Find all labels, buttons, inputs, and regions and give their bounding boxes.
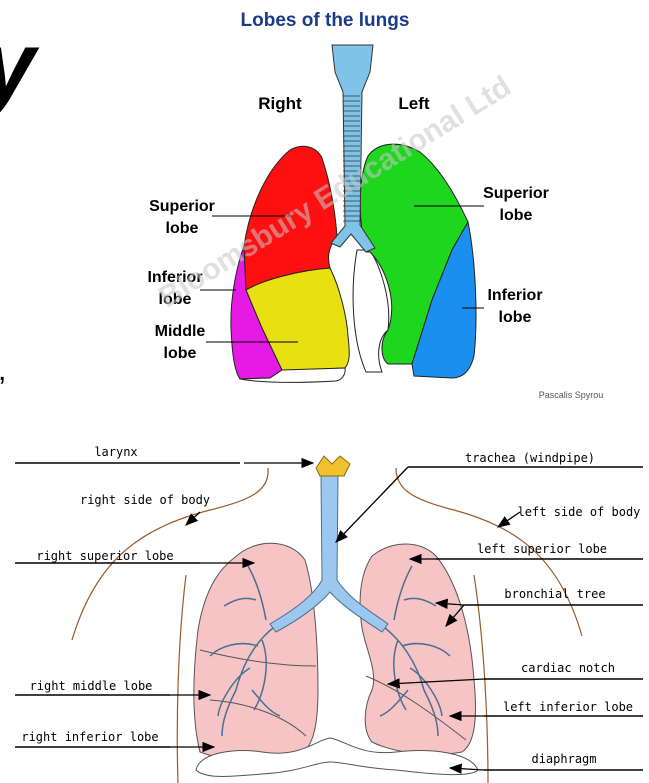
arrow-trachea — [336, 467, 408, 542]
label-left-side-of-body: left side of body — [518, 505, 641, 519]
right-lung — [194, 543, 318, 761]
lobes-diagram: Lobes of the lungs y , Right Left Superi… — [0, 10, 603, 400]
label-left-inferior-1: Inferior — [487, 287, 542, 304]
label-right-middle-1: Middle — [155, 323, 206, 340]
left-lung — [360, 544, 475, 754]
label-right-inferior-lobe: right inferior lobe — [21, 730, 158, 744]
label-left-superior-2: lobe — [500, 207, 533, 224]
anatomy-diagram: larynx right side of body right superior… — [15, 445, 643, 783]
label-larynx: larynx — [94, 445, 137, 459]
label-left-superior-1: Superior — [483, 185, 549, 202]
label-left-superior-lobe: left superior lobe — [477, 542, 607, 556]
label-right-superior-2: lobe — [166, 220, 199, 237]
label-left-inferior-lobe: left inferior lobe — [503, 700, 633, 714]
partial-mark: , — [0, 354, 6, 387]
label-cardiac-notch: cardiac notch — [521, 661, 615, 675]
partial-glyph: y — [0, 12, 40, 119]
credit: Pascalis Spyrou — [539, 390, 604, 400]
left-side-heading: Left — [398, 94, 430, 113]
label-trachea: trachea (windpipe) — [465, 451, 595, 465]
arrow-right-side — [186, 512, 200, 525]
right-side-heading: Right — [258, 94, 302, 113]
label-bronchial-tree: bronchial tree — [504, 587, 605, 601]
larynx-shape — [316, 456, 350, 476]
diagram-title: Lobes of the lungs — [241, 10, 410, 31]
label-right-middle-lobe: right middle lobe — [30, 679, 153, 693]
label-right-middle-2: lobe — [164, 345, 197, 362]
label-right-superior-lobe: right superior lobe — [36, 549, 173, 563]
label-right-side-of-body: right side of body — [80, 493, 210, 507]
label-left-inferior-2: lobe — [499, 309, 532, 326]
label-right-superior-1: Superior — [149, 198, 215, 215]
label-diaphragm: diaphragm — [531, 752, 596, 766]
